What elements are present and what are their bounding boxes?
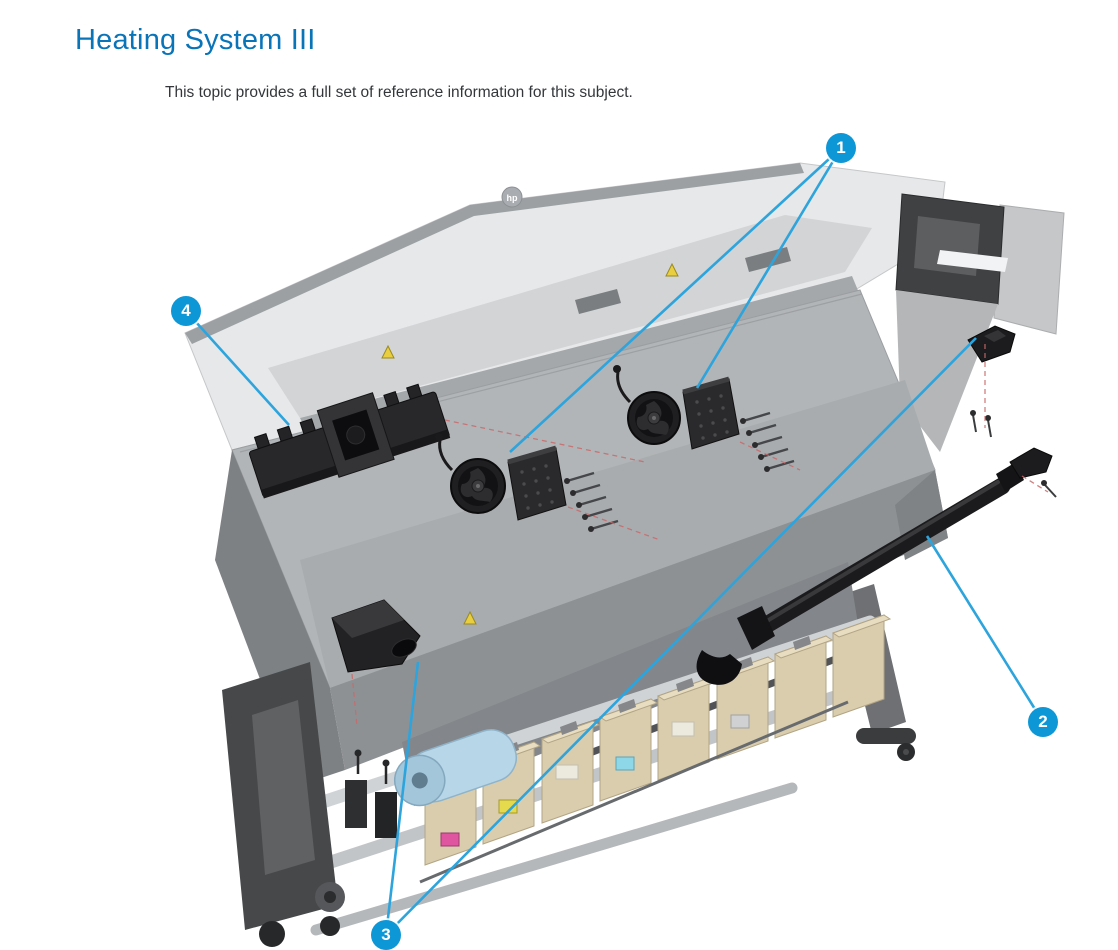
callout-1-number: 1 bbox=[836, 138, 846, 157]
part-screws-center bbox=[564, 471, 619, 532]
printer-right-panel bbox=[895, 193, 1065, 452]
page-title: Heating System III bbox=[75, 24, 316, 56]
warning-label bbox=[381, 262, 679, 625]
callout-3-number: 3 bbox=[381, 925, 391, 944]
leader-line-2 bbox=[925, 535, 1045, 723]
part-screws-right bbox=[740, 411, 795, 472]
takeup-spindle bbox=[310, 782, 798, 936]
printer-stand-left bbox=[222, 662, 397, 947]
part-fan-assembly-center bbox=[435, 433, 567, 521]
hp-logo: hp bbox=[501, 186, 523, 208]
part-right-bracket-upper bbox=[967, 325, 1016, 363]
callout-1: 1 bbox=[826, 133, 856, 163]
paper-exit-slot bbox=[937, 250, 1008, 272]
callout-2: 2 bbox=[1028, 707, 1058, 737]
part-left-heater-bracket bbox=[248, 383, 451, 499]
callout-2-number: 2 bbox=[1038, 712, 1048, 731]
thermistor-pins bbox=[354, 749, 390, 784]
leader-line-1a bbox=[695, 147, 843, 389]
part-right-bracket-lower bbox=[1009, 447, 1053, 479]
callout-3: 3 bbox=[371, 920, 401, 950]
bar-rubber-end bbox=[696, 650, 742, 685]
cartridge-shelf-edge bbox=[419, 700, 849, 884]
media-roll bbox=[393, 729, 518, 807]
part-heater-bar bbox=[696, 462, 1024, 685]
carriage-vent bbox=[575, 289, 621, 314]
callout-4: 4 bbox=[171, 296, 201, 326]
part-air-duct bbox=[331, 599, 421, 673]
part-right-screws bbox=[970, 410, 1057, 498]
leader-line-4 bbox=[185, 310, 290, 426]
leader-line-3b bbox=[384, 661, 420, 936]
leader-line-1b bbox=[509, 147, 842, 453]
carriage-vent bbox=[745, 247, 791, 272]
red-guide-lines bbox=[351, 344, 1049, 727]
leader-lines bbox=[185, 147, 1045, 936]
page-subtitle: This topic provides a full set of refere… bbox=[165, 84, 633, 101]
callout-4-number: 4 bbox=[181, 301, 191, 320]
svg-text:hp: hp bbox=[507, 193, 518, 203]
part-fan-assembly-right bbox=[613, 365, 740, 450]
leader-line-3a bbox=[385, 337, 977, 936]
